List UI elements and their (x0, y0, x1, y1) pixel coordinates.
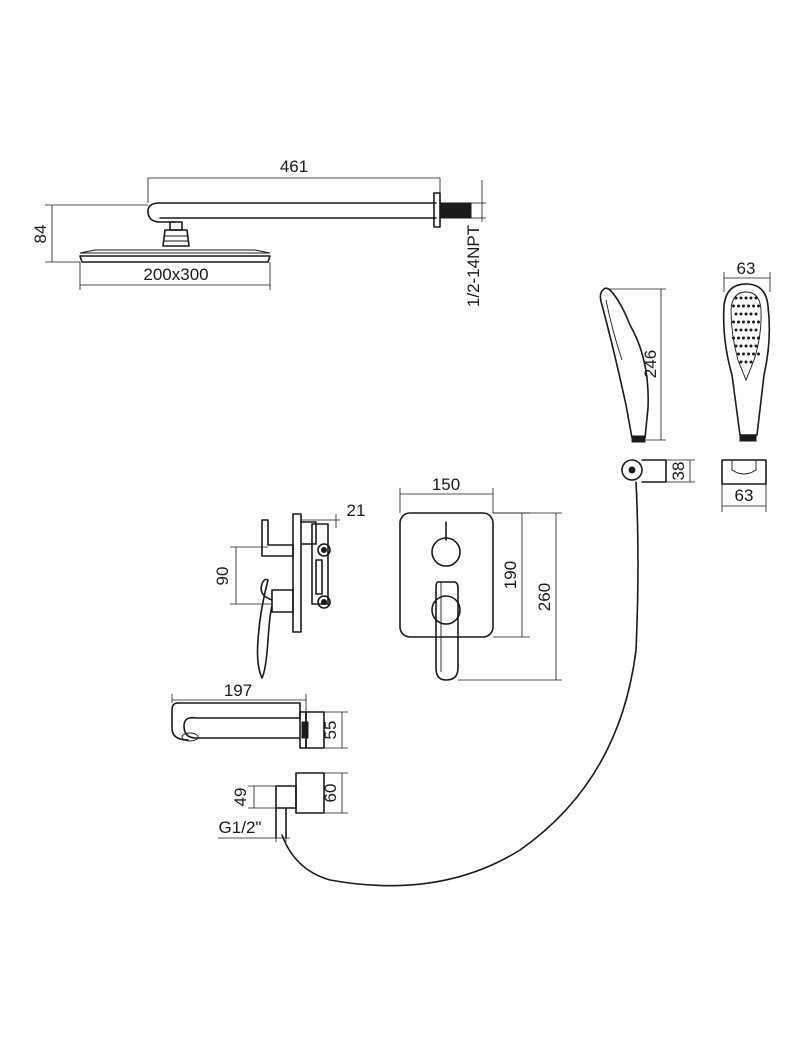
nozzle-dot (754, 312, 758, 316)
overhead-shower: 461 84 200x300 1/2-14NPT (31, 157, 486, 307)
nozzle-dot (737, 304, 740, 308)
nozzle-dot (744, 344, 748, 348)
nozzle-dot (737, 336, 740, 340)
nozzle-dot (747, 352, 750, 356)
nozzle-dot (732, 336, 735, 340)
nozzle-dot (749, 344, 753, 348)
nozzle-dot (739, 344, 743, 348)
nozzle-dot (734, 296, 738, 300)
nozzle-dot (752, 304, 755, 308)
holder-depth-label: 38 (669, 462, 688, 481)
hand-shower-length-label: 246 (641, 350, 660, 378)
thread-npt-label: 1/2-14NPT (464, 225, 483, 307)
nozzle-dot (752, 320, 755, 324)
nozzle-dot (744, 328, 748, 332)
nozzle-dot (739, 360, 743, 364)
hand-shower-side: 246 (599, 287, 666, 443)
valve-depth-label: 21 (347, 501, 366, 520)
overall-height-label: 260 (535, 583, 554, 611)
nozzle-dot (754, 328, 758, 332)
nozzle-dot (739, 328, 743, 332)
nozzle-dot (747, 304, 750, 308)
nozzle-dot (742, 352, 745, 356)
head-size-label: 200x300 (143, 265, 208, 284)
nozzle-dot (747, 336, 750, 340)
nozzle-dot (752, 352, 755, 356)
nozzle-dot (749, 296, 753, 300)
nozzle-dot (742, 304, 745, 308)
nozzle-dot (739, 312, 743, 316)
nozzle-dot (754, 296, 758, 300)
wall-outlet: 49 60 G1/2" (218, 772, 348, 842)
nozzle-dot (744, 296, 748, 300)
plate-width-label: 150 (432, 475, 460, 494)
nozzle-dot (747, 320, 750, 324)
head-height-label: 84 (31, 225, 50, 244)
spray-nozzles (732, 296, 760, 364)
hand-shower-front: 63 (722, 259, 771, 442)
bath-spout: 197 55 (171, 681, 348, 749)
nozzle-dot (749, 312, 753, 316)
outlet-height-label: 60 (321, 784, 340, 803)
nozzle-dot (732, 320, 735, 324)
arm-length-label: 461 (280, 157, 308, 176)
wall-holder-side: 38 (621, 459, 695, 483)
nozzle-dot (752, 336, 755, 340)
plate-height-label: 190 (501, 561, 520, 589)
nozzle-dot (737, 320, 740, 324)
control-plate: 150 190 260 (399, 475, 562, 681)
nozzle-dot (734, 344, 738, 348)
nozzle-dot (757, 320, 760, 324)
nozzle-dot (742, 336, 745, 340)
nozzle-dot (754, 344, 758, 348)
nozzle-dot (739, 296, 743, 300)
nozzle-dot (757, 336, 760, 340)
outlet-thread-label: G1/2" (219, 818, 262, 837)
nozzle-dot (757, 304, 760, 308)
wall-holder-front: 63 (721, 459, 767, 512)
nozzle-dot (734, 328, 738, 332)
shower-hose (281, 481, 639, 887)
nozzle-dot (744, 360, 748, 364)
holder-width-label: 63 (735, 486, 754, 505)
nozzle-dot (749, 360, 753, 364)
nozzle-dot (742, 320, 745, 324)
valve-spacing-label: 90 (213, 567, 232, 586)
nozzle-dot (732, 304, 735, 308)
nozzle-dot (737, 352, 740, 356)
spout-height-label: 55 (321, 721, 340, 740)
nozzle-dot (749, 328, 753, 332)
hand-shower-width-label: 63 (737, 259, 756, 278)
nozzle-dot (734, 312, 738, 316)
outlet-offset-label: 49 (231, 788, 250, 807)
nozzle-dot (744, 312, 748, 316)
nozzle-dot (757, 352, 760, 356)
valve-side-view: 21 90 (213, 501, 366, 679)
spout-length-label: 197 (224, 681, 252, 700)
